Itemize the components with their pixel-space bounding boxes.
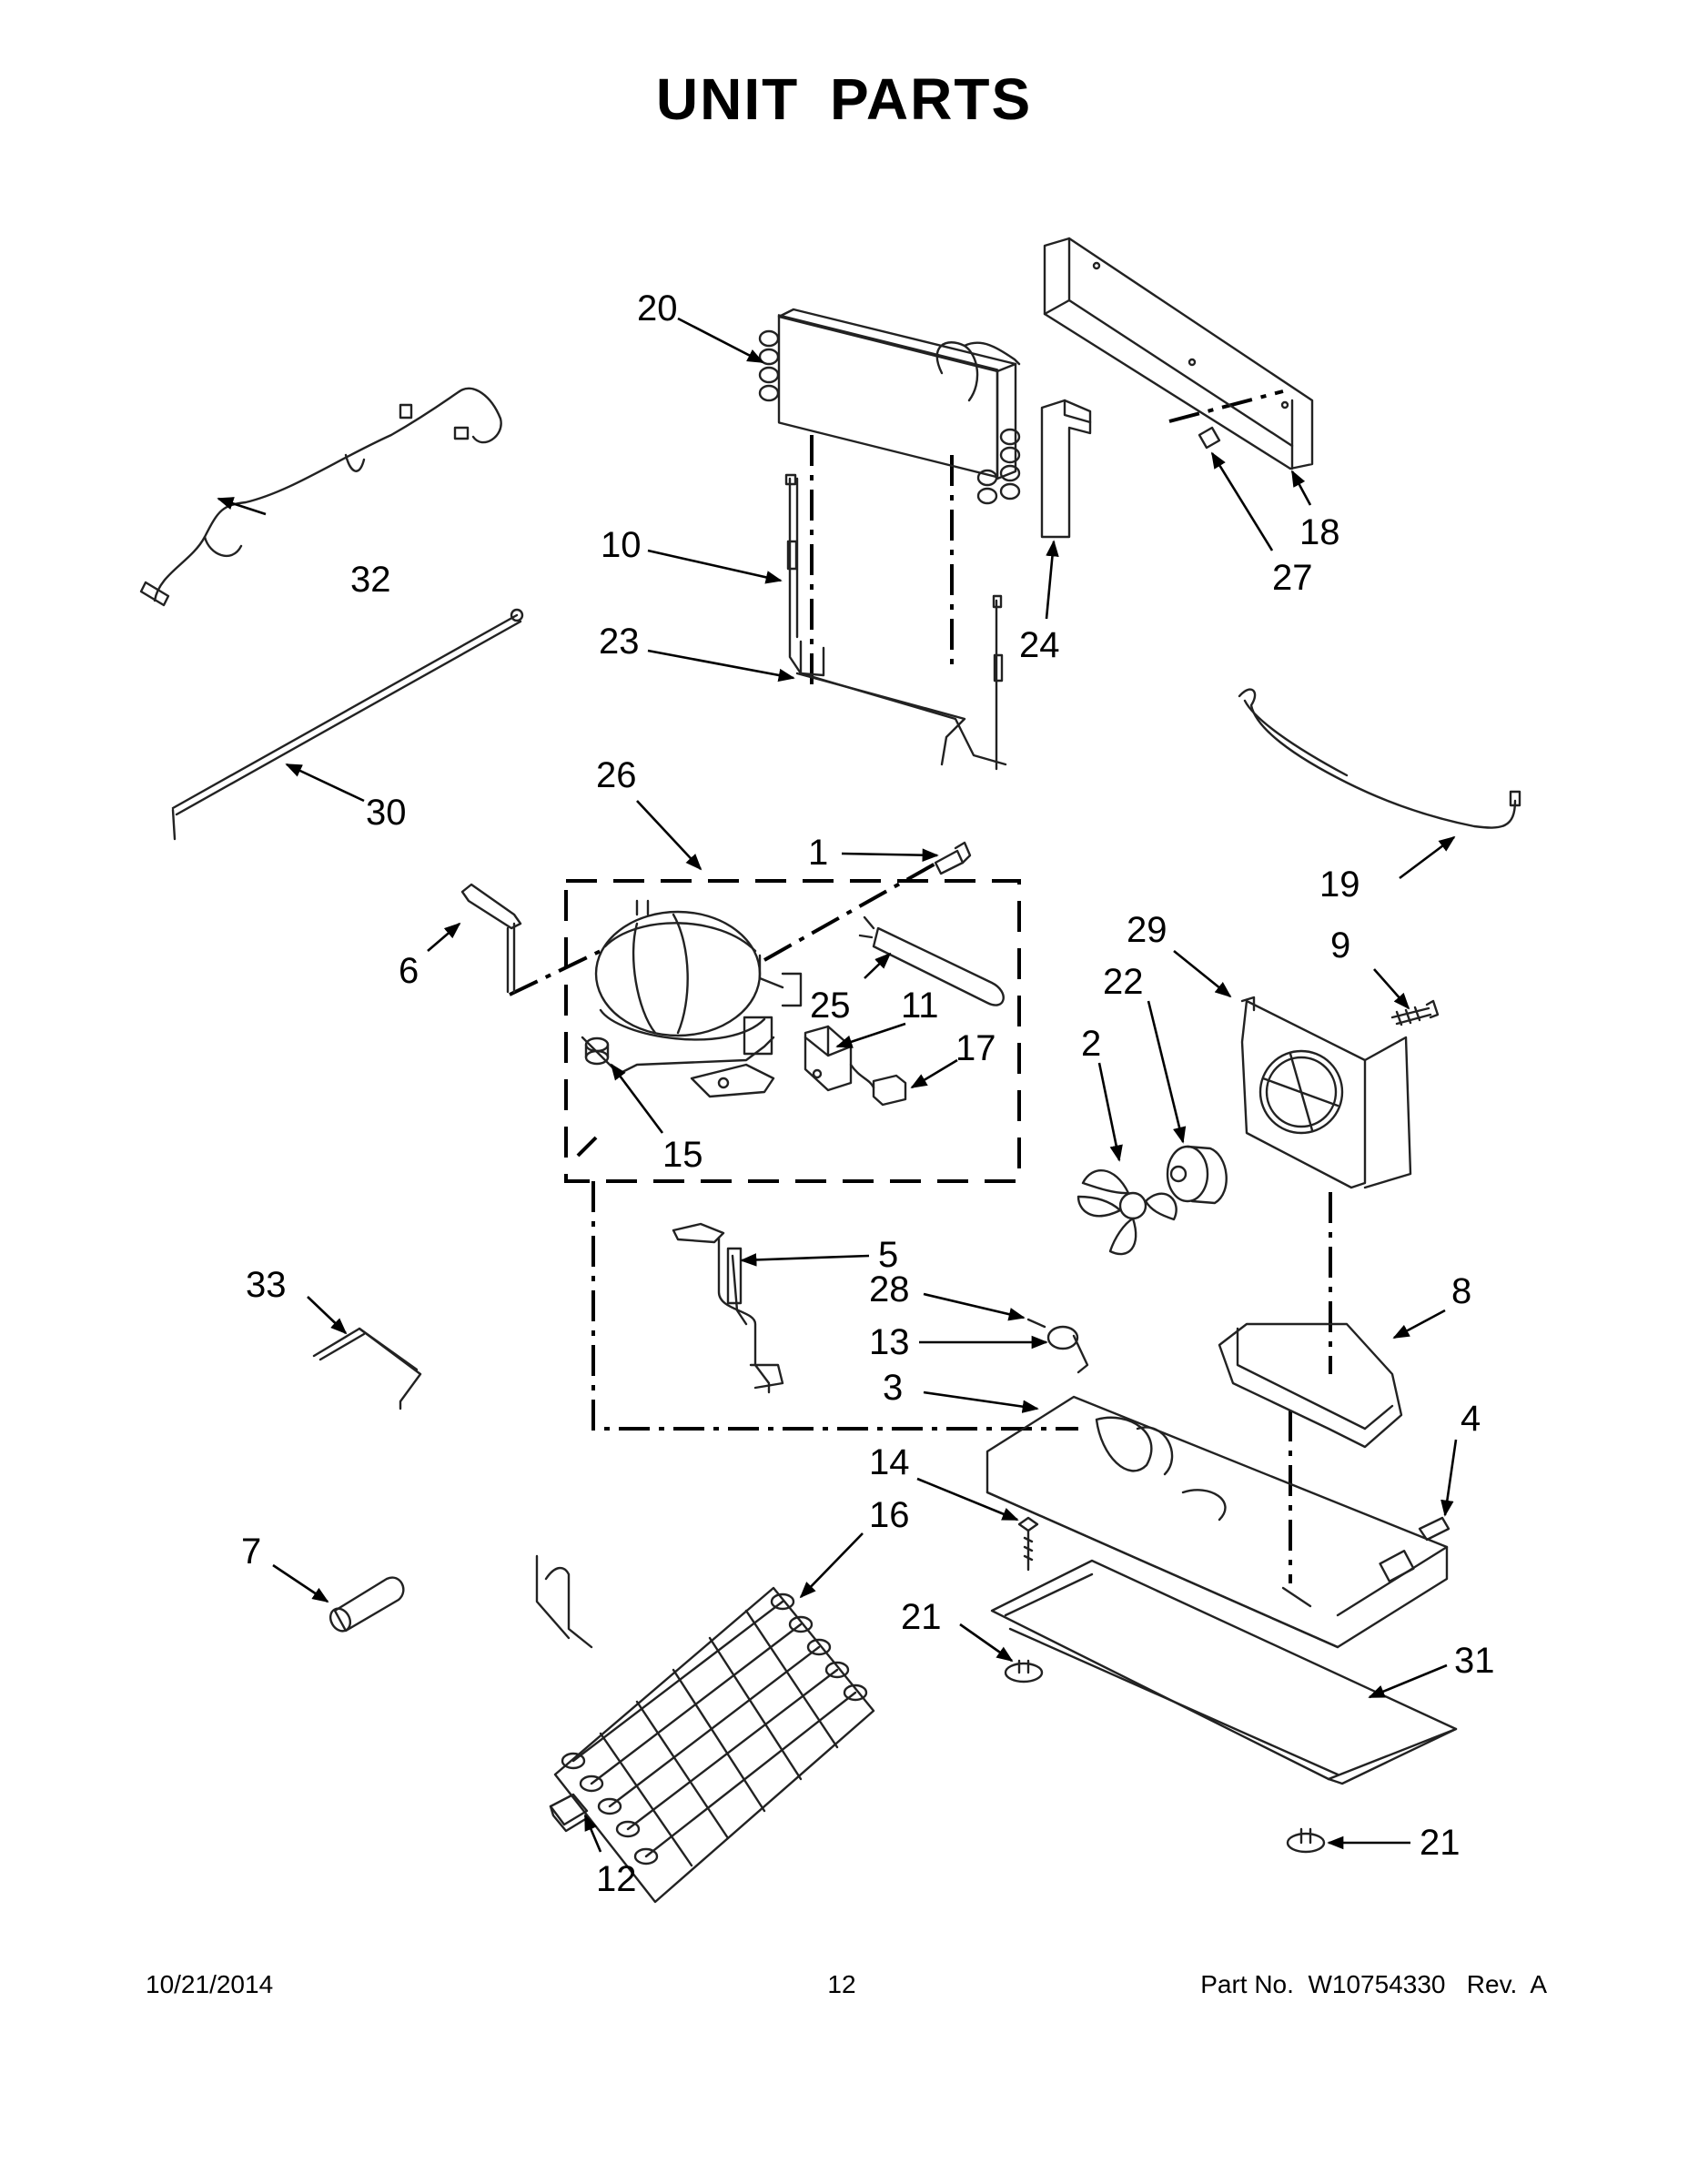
base-cover-panel [990, 1559, 1458, 1785]
callout-2: 2 [1081, 1024, 1101, 1064]
callout-labels: 20 32 10 23 24 18 27 30 26 1 6 25 11 17 … [241, 288, 1495, 1899]
callout-19: 19 [1319, 864, 1360, 905]
callout-3: 3 [883, 1368, 903, 1408]
callout-33: 33 [246, 1265, 287, 1305]
callout-24: 24 [1019, 625, 1060, 665]
condenser-fan-blade [1076, 1169, 1178, 1256]
condenser-wire-bracket [312, 1327, 422, 1410]
machine-compartment-base-pan [986, 1395, 1449, 1649]
callout-15: 15 [662, 1135, 703, 1175]
callout-23: 23 [599, 622, 640, 662]
footer-part-number: Part No. W10754330 Rev. A [1200, 1970, 1547, 1998]
callout-7: 7 [241, 1532, 261, 1572]
condenser-clip [549, 1793, 589, 1833]
wire-harness [139, 387, 502, 607]
callout-20: 20 [637, 288, 678, 329]
housing-clip [1198, 426, 1221, 450]
condenser-tube [1238, 688, 1521, 829]
overload-protector [849, 1063, 907, 1107]
callout-11: 11 [901, 986, 939, 1026]
footer-page-number: 12 [827, 1970, 856, 1998]
callout-22: 22 [1103, 962, 1144, 1002]
compressor [581, 899, 803, 1098]
callout-5: 5 [878, 1235, 898, 1275]
drain-tube [171, 608, 524, 841]
callout-16: 16 [869, 1495, 910, 1535]
callout-26: 26 [596, 755, 637, 795]
callout-14: 14 [869, 1442, 910, 1482]
mounting-bolt [934, 841, 972, 875]
callout-18: 18 [1299, 512, 1340, 552]
callout-31: 31 [1454, 1641, 1495, 1681]
callout-1: 1 [808, 833, 828, 873]
defrost-drain-assembly [672, 1222, 784, 1394]
callout-21-upper: 21 [901, 1597, 942, 1637]
rubber-foot-lower [1286, 1827, 1326, 1854]
condenser-fan-motor [1166, 1145, 1228, 1205]
condenser-coil [535, 1554, 875, 1904]
evaporator-cover-bracket [1040, 399, 1092, 539]
callout-8: 8 [1451, 1271, 1471, 1311]
callout-13: 13 [869, 1322, 910, 1362]
footer-date: 10/21/2014 [146, 1970, 274, 1998]
compressor-mounting-bracket [460, 883, 522, 994]
callout-29: 29 [1127, 910, 1167, 950]
rubber-foot-upper [1004, 1659, 1044, 1684]
compressor-grommet [584, 1036, 610, 1066]
leader-lines [217, 317, 1458, 1853]
condenser-fan-shroud [1240, 996, 1412, 1189]
callout-12: 12 [596, 1859, 637, 1899]
tube-sleeve [329, 1576, 405, 1633]
defrost-heater-and-drain-trough [784, 473, 1007, 771]
base-pan-screw [1418, 1516, 1450, 1542]
callout-10: 10 [601, 525, 642, 565]
drain-tube-connector-and-cap [1026, 1318, 1089, 1374]
evaporator-coil [758, 308, 1021, 505]
callout-30: 30 [366, 793, 407, 833]
assembly-guides [509, 389, 1332, 1583]
page-title: UNIT PARTS [655, 66, 1033, 132]
callout-27: 27 [1272, 558, 1313, 598]
callout-28: 28 [869, 1269, 910, 1309]
callout-17: 17 [955, 1028, 996, 1068]
callout-9: 9 [1330, 925, 1350, 966]
condenser-fan-bracket [1218, 1322, 1403, 1449]
shroud-screw [1390, 999, 1440, 1026]
callout-6: 6 [399, 951, 419, 991]
start-relay [804, 1025, 853, 1092]
callout-25: 25 [810, 986, 851, 1026]
callout-32: 32 [350, 560, 391, 600]
leveling-screw [1017, 1516, 1039, 1572]
callout-21-lower: 21 [1420, 1823, 1461, 1863]
evaporator-housing [1043, 237, 1314, 470]
callout-4: 4 [1461, 1399, 1481, 1439]
filter-drier [858, 915, 1005, 1006]
